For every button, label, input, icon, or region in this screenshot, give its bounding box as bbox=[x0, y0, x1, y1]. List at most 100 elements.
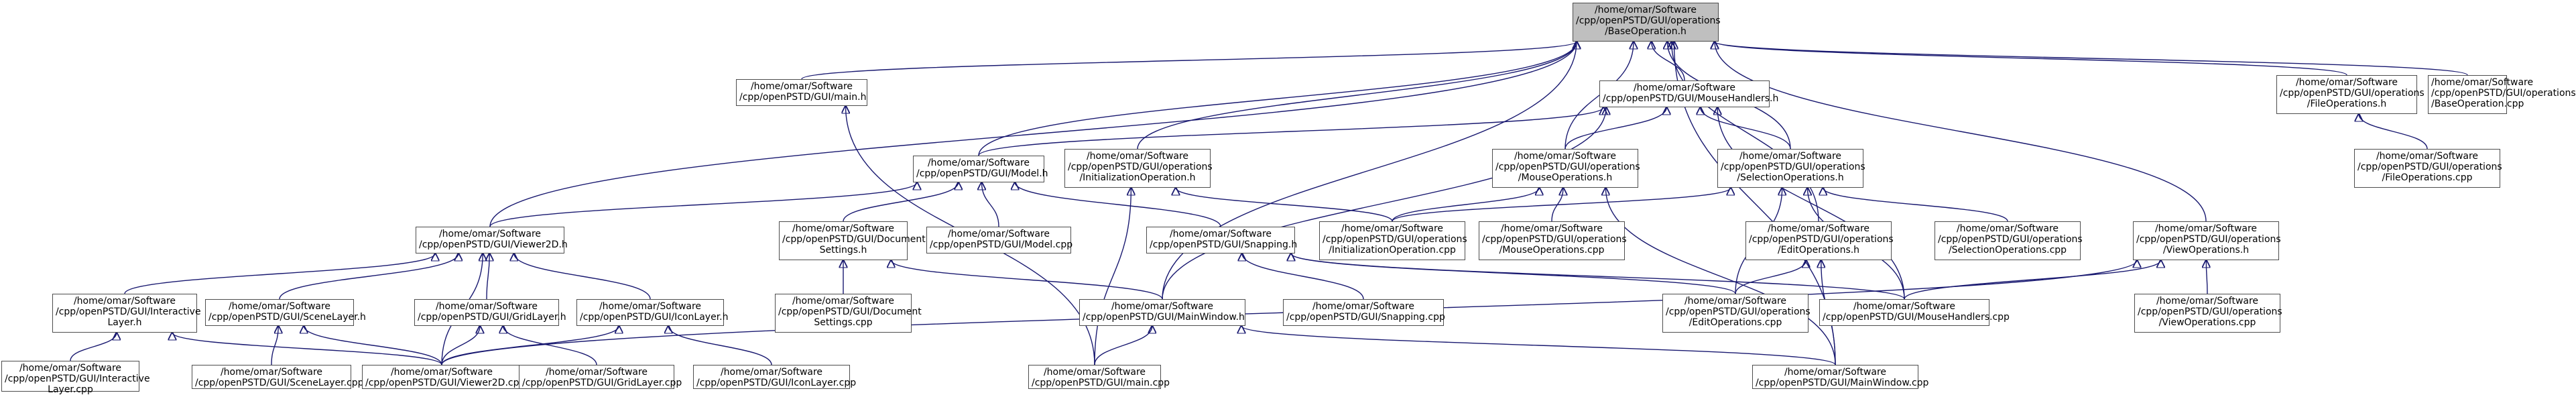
node-scenelayer-h[interactable]: /home/omar/Software/cpp/openPSTD/GUI/Sce… bbox=[205, 299, 366, 326]
edge-model_h-to-base_h bbox=[978, 42, 1577, 156]
include-dependency-graph: /home/omar/Software/cpp/openPSTD/GUI/ope… bbox=[1, 3, 2576, 395]
node-label-line: /home/omar/Software bbox=[2156, 296, 2259, 306]
node-label-line: /SelectionOperations.cpp bbox=[1948, 245, 2067, 256]
node-initializationoperation-cpp[interactable]: /home/omar/Software/cpp/openPSTD/GUI/ope… bbox=[1319, 221, 1467, 260]
edge-viewer_cpp-to-grid_h bbox=[441, 326, 480, 365]
node-label-line: /FileOperations.h bbox=[2307, 99, 2387, 109]
node-baseoperation-cpp[interactable]: /home/omar/Software/cpp/openPSTD/GUI/ope… bbox=[2428, 75, 2576, 114]
edge-mw_h-to-doc_h bbox=[891, 260, 1163, 300]
edge-sel_cpp-to-sel_h bbox=[1823, 188, 2008, 222]
node-label-line: /cpp/openPSTD/GUI/operations bbox=[1482, 234, 1627, 245]
edge-model_h-to-mouse_h bbox=[978, 107, 1603, 156]
node-label-line: /home/omar/Software bbox=[1086, 151, 1189, 162]
node-viewer2d-cpp[interactable]: /home/omar/Software/cpp/openPSTD/GUI/Vie… bbox=[362, 365, 525, 389]
node-interactivelayer-cpp[interactable]: /home/omar/Software/cpp/openPSTD/GUI/Int… bbox=[1, 361, 150, 395]
node-label-line: /home/omar/Software bbox=[1853, 301, 1956, 312]
node-label-line: /ViewOperations.h bbox=[2162, 245, 2250, 256]
node-label-line: /home/omar/Software bbox=[1312, 301, 1415, 312]
node-mainwindow-cpp[interactable]: /home/omar/Software/cpp/openPSTD/GUI/Mai… bbox=[1752, 365, 1928, 389]
edge-doc_h-to-model_h bbox=[843, 182, 959, 222]
edge-icon_cpp-to-icon_h bbox=[668, 326, 772, 365]
node-mousehandlers-cpp[interactable]: /home/omar/Software/cpp/openPSTD/GUI/Mou… bbox=[1819, 299, 2010, 326]
node-label-line: /home/omar/Software bbox=[1111, 301, 1214, 312]
edge-mh_cpp-to-snap_h bbox=[1291, 253, 1905, 300]
node-mouseoperations-cpp[interactable]: /home/omar/Software/cpp/openPSTD/GUI/ope… bbox=[1479, 221, 1627, 260]
node-label-line: /cpp/openPSTD/GUI/SceneLayer.h bbox=[208, 312, 366, 323]
node-label-line: /InitializationOperation.cpp bbox=[1329, 245, 1456, 256]
node-gridlayer-cpp[interactable]: /home/omar/Software/cpp/openPSTD/GUI/Gri… bbox=[519, 365, 682, 389]
node-selectionoperations-cpp[interactable]: /home/omar/Software/cpp/openPSTD/GUI/ope… bbox=[1935, 221, 2083, 260]
node-label-line: /cpp/openPSTD/GUI/MainWindow.h bbox=[1083, 312, 1245, 323]
edge-viewer_cpp-to-icon_h bbox=[441, 326, 619, 365]
node-label-line: /BaseOperation.cpp bbox=[2431, 99, 2524, 109]
edge-mw_h-to-mouse_h bbox=[1162, 107, 1606, 300]
node-model-cpp[interactable]: /home/omar/Software/cpp/openPSTD/GUI/Mod… bbox=[926, 227, 1073, 253]
node-label-line: /cpp/openPSTD/GUI/operations bbox=[2357, 162, 2502, 172]
node-main-h[interactable]: /home/omar/Software/cpp/openPSTD/GUI/mai… bbox=[736, 79, 867, 106]
node-viewoperations-cpp[interactable]: /home/omar/Software/cpp/openPSTD/GUI/ope… bbox=[2134, 294, 2282, 333]
edge-main_cpp-to-mw_h bbox=[1094, 326, 1152, 365]
node-selectionoperations-h[interactable]: /home/omar/Software/cpp/openPSTD/GUI/ope… bbox=[1717, 149, 1865, 188]
node-label-line: /home/omar/Software bbox=[1767, 223, 1870, 234]
node-label-line: /cpp/openPSTD/GUI/Interactive bbox=[56, 306, 201, 317]
edge-scene_cpp-to-scene_h bbox=[271, 326, 278, 365]
node-label-line: /home/omar/Software bbox=[927, 158, 1030, 168]
node-label-line: /cpp/openPSTD/GUI/operations bbox=[1938, 234, 2083, 245]
node-snapping-h[interactable]: /home/omar/Software/cpp/openPSTD/GUI/Sna… bbox=[1146, 227, 1297, 253]
node-label-line: /cpp/openPSTD/GUI/GridLayer.h bbox=[418, 312, 566, 323]
node-label-line: /home/omar/Software bbox=[435, 301, 538, 312]
node-mainwindow-h[interactable]: /home/omar/Software/cpp/openPSTD/GUI/Mai… bbox=[1079, 299, 1245, 326]
edge-model_cpp-to-model_h bbox=[982, 182, 999, 227]
node-label-line: /home/omar/Software bbox=[792, 223, 895, 234]
node-label-line: /cpp/openPSTD/GUI/operations bbox=[1495, 162, 1640, 172]
node-label-line: /cpp/openPSTD/GUI/operations bbox=[2138, 306, 2282, 317]
node-label-line: /cpp/openPSTD/GUI/operations bbox=[1666, 306, 1811, 317]
node-mousehandlers-h[interactable]: /home/omar/Software/cpp/openPSTD/GUI/Mou… bbox=[1599, 80, 1779, 107]
node-viewoperations-h[interactable]: /home/omar/Software/cpp/openPSTD/GUI/ope… bbox=[2133, 221, 2281, 260]
node-label-line: /MouseOperations.h bbox=[1518, 172, 1613, 183]
node-label-line: /home/omar/Software bbox=[1594, 5, 1697, 15]
node-label-line: /cpp/openPSTD/GUI/MouseHandlers.h bbox=[1603, 93, 1779, 104]
node-interactivelayer-h[interactable]: /home/omar/Software/cpp/openPSTD/GUI/Int… bbox=[52, 294, 201, 333]
edge-scene_h-to-viewer_h bbox=[279, 253, 458, 300]
node-label-line: /home/omar/Software bbox=[792, 296, 895, 306]
node-label-line: /EditOperations.cpp bbox=[1689, 317, 1782, 328]
edge-edit_cpp-to-edit_h bbox=[1735, 260, 1806, 294]
node-label-line: /FileOperations.cpp bbox=[2382, 172, 2473, 183]
node-label-line: /home/omar/Software bbox=[1956, 223, 2059, 234]
edge-inter_cpp-to-inter_h bbox=[70, 333, 117, 361]
node-documentsettings-cpp[interactable]: /home/omar/Software/cpp/openPSTD/GUI/Doc… bbox=[775, 294, 922, 333]
edge-init_cpp-to-sel_h bbox=[1392, 188, 1731, 222]
node-label-line: /cpp/openPSTD/GUI/operations bbox=[2280, 88, 2425, 99]
node-label-line: /home/omar/Software bbox=[1043, 367, 1146, 378]
node-mouseoperations-h[interactable]: /home/omar/Software/cpp/openPSTD/GUI/ope… bbox=[1492, 149, 1640, 188]
node-label-line: /cpp/openPSTD/GUI/GridLayer.cpp bbox=[522, 378, 682, 388]
node-label-line: /home/omar/Software bbox=[2431, 77, 2534, 88]
node-iconlayer-h[interactable]: /home/omar/Software/cpp/openPSTD/GUI/Ico… bbox=[576, 299, 729, 326]
node-main-cpp[interactable]: /home/omar/Software/cpp/openPSTD/GUI/mai… bbox=[1028, 365, 1170, 389]
node-fileoperations-cpp[interactable]: /home/omar/Software/cpp/openPSTD/GUI/ope… bbox=[2354, 149, 2502, 188]
node-editoperations-cpp[interactable]: /home/omar/Software/cpp/openPSTD/GUI/ope… bbox=[1662, 294, 1811, 333]
node-label-line: /cpp/openPSTD/GUI/Model.h bbox=[916, 168, 1048, 179]
node-label-line: /cpp/openPSTD/GUI/Model.cpp bbox=[930, 239, 1073, 250]
node-fileoperations-h[interactable]: /home/omar/Software/cpp/openPSTD/GUI/ope… bbox=[2276, 75, 2425, 114]
edge-init_cpp-to-mouseops_h bbox=[1392, 188, 1539, 222]
node-baseoperation-h[interactable]: /home/omar/Software/cpp/openPSTD/GUI/ope… bbox=[1573, 3, 1721, 42]
edge-view_cpp-to-view_h bbox=[2206, 260, 2207, 294]
node-label-line: /home/omar/Software bbox=[2154, 223, 2258, 234]
node-iconlayer-cpp[interactable]: /home/omar/Software/cpp/openPSTD/GUI/Ico… bbox=[693, 365, 856, 389]
node-scenelayer-cpp[interactable]: /home/omar/Software/cpp/openPSTD/GUI/Sce… bbox=[192, 365, 364, 389]
node-label-line: /cpp/openPSTD/GUI/operations bbox=[1749, 234, 1894, 245]
node-gridlayer-h[interactable]: /home/omar/Software/cpp/openPSTD/GUI/Gri… bbox=[414, 299, 566, 326]
node-documentsettings-h[interactable]: /home/omar/Software/cpp/openPSTD/GUI/Doc… bbox=[779, 221, 926, 260]
node-snapping-cpp[interactable]: /home/omar/Software/cpp/openPSTD/GUI/Sna… bbox=[1283, 299, 1445, 326]
node-label-line: /cpp/openPSTD/GUI/main.h bbox=[739, 92, 867, 103]
node-initializationoperation-h[interactable]: /home/omar/Software/cpp/openPSTD/GUI/ope… bbox=[1064, 149, 1213, 188]
node-model-h[interactable]: /home/omar/Software/cpp/openPSTD/GUI/Mod… bbox=[913, 156, 1048, 182]
node-label-line: /home/omar/Software bbox=[1684, 296, 1787, 306]
edge-viewer_cpp-to-scene_h bbox=[304, 326, 442, 365]
edge-base_cpp-to-base_h bbox=[1715, 42, 2468, 76]
node-editoperations-h[interactable]: /home/omar/Software/cpp/openPSTD/GUI/ope… bbox=[1745, 221, 1894, 260]
node-viewer2d-h[interactable]: /home/omar/Software/cpp/openPSTD/GUI/Vie… bbox=[416, 227, 568, 253]
edge-grid_cpp-to-grid_h bbox=[503, 326, 597, 365]
